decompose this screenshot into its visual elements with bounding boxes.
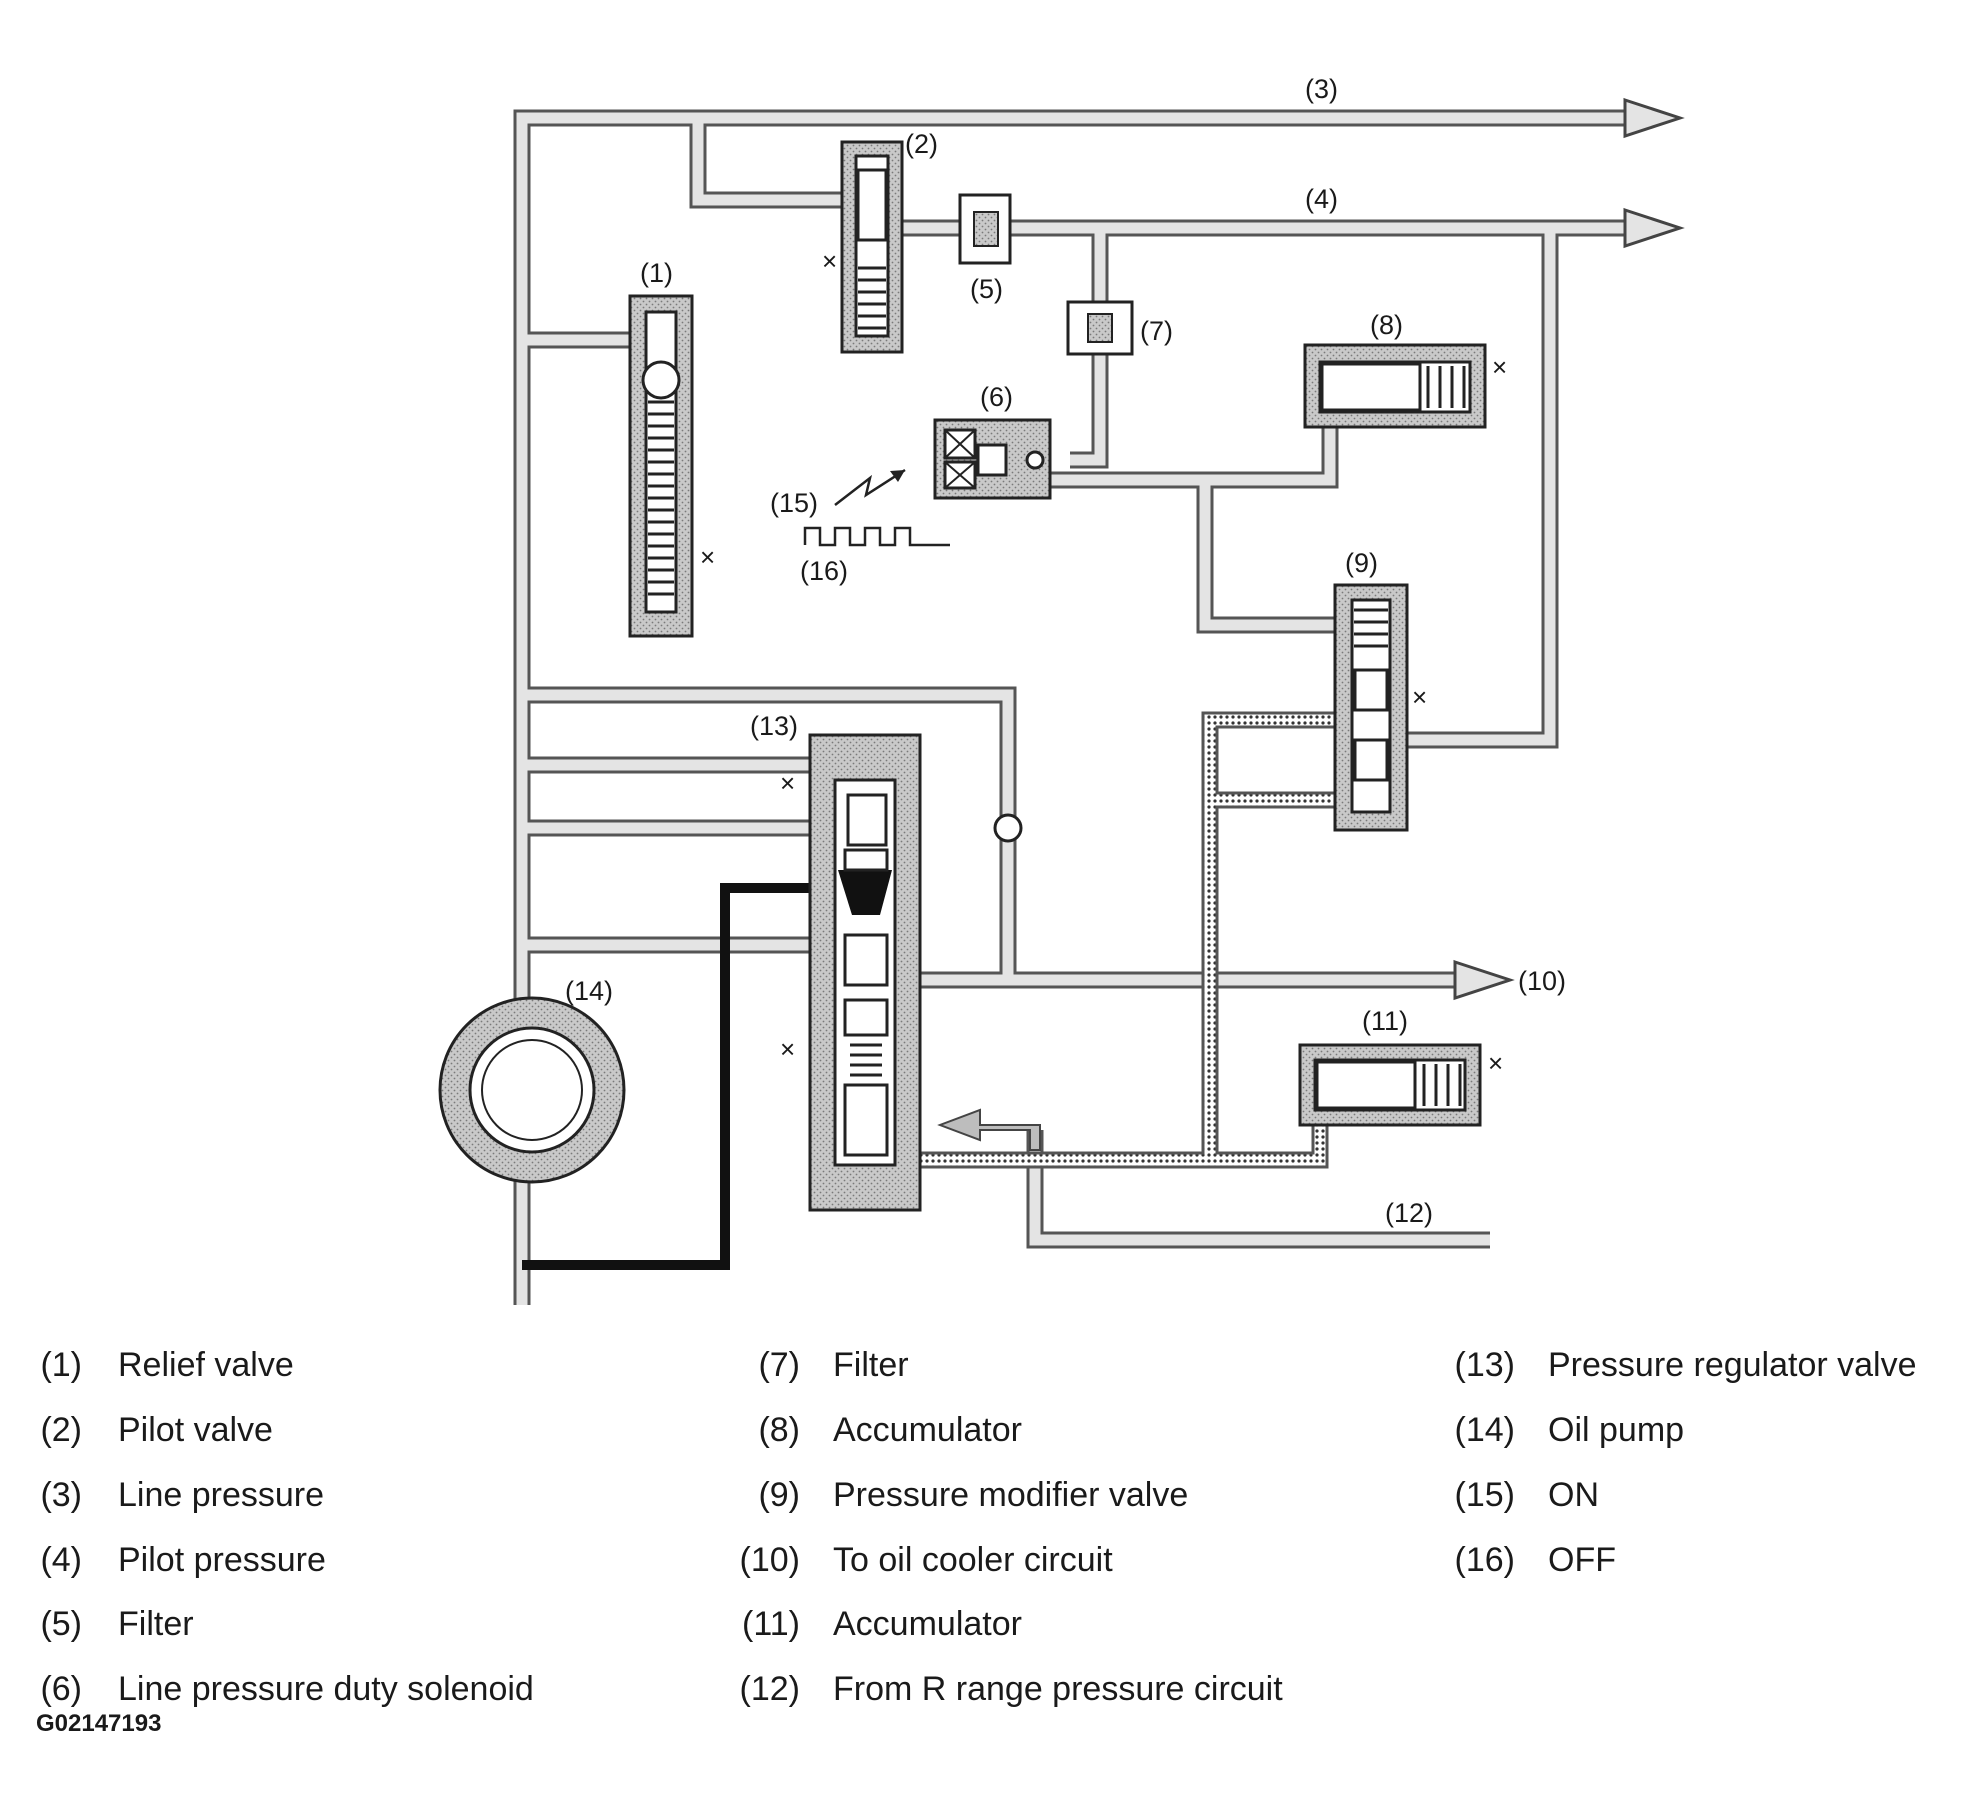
drain-mark: × bbox=[700, 542, 715, 572]
legend-text: ON bbox=[1548, 1476, 1599, 1514]
legend-number: (11) bbox=[742, 1605, 800, 1643]
callout-4: (4) bbox=[1305, 184, 1338, 214]
callout-8: (8) bbox=[1370, 310, 1403, 340]
callout-2: (2) bbox=[905, 129, 938, 159]
duty-signal bbox=[803, 468, 950, 547]
callout-13: (13) bbox=[750, 711, 798, 741]
legend-text: To oil cooler circuit bbox=[833, 1541, 1113, 1579]
accumulator-8: × bbox=[1303, 343, 1507, 429]
modifier-pressure-pipes bbox=[920, 711, 1340, 1169]
legend-text: Line pressure duty solenoid bbox=[118, 1670, 534, 1708]
legend-number: (13) bbox=[1454, 1346, 1515, 1384]
figure-id: G02147193 bbox=[36, 1710, 162, 1737]
callout-1: (1) bbox=[640, 258, 673, 288]
relief-valve: × bbox=[628, 294, 715, 638]
pilot-valve: × bbox=[822, 140, 904, 354]
flow-arrows bbox=[937, 97, 1685, 1151]
drain-mark: × bbox=[1492, 352, 1507, 382]
legend-text: Filter bbox=[833, 1346, 909, 1384]
callout-16: (16) bbox=[800, 556, 848, 586]
legend-text: Pilot pressure bbox=[118, 1541, 326, 1579]
line-pressure-pipes bbox=[513, 109, 1630, 1305]
legend-text: Accumulator bbox=[833, 1605, 1022, 1643]
legend-number: (4) bbox=[40, 1541, 82, 1579]
callout-5: (5) bbox=[970, 274, 1003, 304]
callout-11: (11) bbox=[1362, 1006, 1408, 1036]
legend-number: (5) bbox=[40, 1605, 82, 1643]
legend-number: (3) bbox=[40, 1476, 82, 1514]
filter-7 bbox=[1066, 300, 1134, 356]
legend-number: (6) bbox=[40, 1670, 82, 1708]
legend-number: (15) bbox=[1454, 1476, 1515, 1514]
legend-number: (1) bbox=[40, 1346, 82, 1384]
legend-number: (7) bbox=[758, 1346, 800, 1384]
legend-number: (16) bbox=[1454, 1541, 1515, 1579]
legend-text: Filter bbox=[118, 1605, 194, 1643]
legend-text: Accumulator bbox=[833, 1411, 1022, 1449]
callout-6: (6) bbox=[980, 382, 1013, 412]
legend-text: Oil pump bbox=[1548, 1411, 1685, 1449]
legend-number: (12) bbox=[739, 1670, 800, 1708]
legend-text: Relief valve bbox=[118, 1346, 294, 1384]
pressure-regulator-valve: × × bbox=[780, 733, 922, 1212]
legend-text: Line pressure bbox=[118, 1476, 325, 1514]
legend-text: Pressure modifier valve bbox=[833, 1476, 1189, 1514]
drain-mark: × bbox=[780, 1034, 795, 1064]
pump-feed-pipe bbox=[522, 883, 810, 1270]
callout-labels: (3) (2) (4) (1) (5) (7) (8) (6) (15) (16… bbox=[565, 74, 1566, 1228]
legend-text: Pressure regulator valve bbox=[1548, 1346, 1917, 1384]
pressure-modifier-valve: × bbox=[1333, 583, 1427, 832]
legend-number: (9) bbox=[758, 1476, 800, 1514]
legend-text: Pilot valve bbox=[118, 1411, 273, 1449]
filter-5 bbox=[958, 193, 1012, 265]
callout-9: (9) bbox=[1345, 548, 1378, 578]
drain-mark: × bbox=[1412, 682, 1427, 712]
hydraulic-circuit-diagram: × × × bbox=[438, 74, 1685, 1305]
legend-text: From R range pressure circuit bbox=[833, 1670, 1283, 1708]
legend-number: (2) bbox=[40, 1411, 82, 1449]
callout-10: (10) bbox=[1518, 966, 1566, 996]
callout-3: (3) bbox=[1305, 74, 1338, 104]
legend-number: (8) bbox=[758, 1411, 800, 1449]
drain-mark: × bbox=[822, 246, 837, 276]
callout-14: (14) bbox=[565, 976, 613, 1006]
pulse-waveform bbox=[803, 526, 950, 547]
legend-number: (14) bbox=[1454, 1411, 1515, 1449]
drain-mark: × bbox=[1488, 1048, 1503, 1078]
oil-pump bbox=[438, 996, 626, 1184]
accumulator-11: × bbox=[1298, 1043, 1503, 1127]
drain-mark: × bbox=[780, 768, 795, 798]
callout-7: (7) bbox=[1140, 316, 1173, 346]
callout-15: (15) bbox=[770, 488, 818, 518]
line-pressure-duty-solenoid bbox=[933, 418, 1052, 500]
legend-number: (10) bbox=[739, 1541, 800, 1579]
legend-text: OFF bbox=[1548, 1541, 1616, 1579]
legend: (1) Relief valve (2) Pilot valve (3) Lin… bbox=[0, 1320, 1984, 1740]
callout-12: (12) bbox=[1385, 1198, 1433, 1228]
check-ball bbox=[993, 813, 1023, 843]
